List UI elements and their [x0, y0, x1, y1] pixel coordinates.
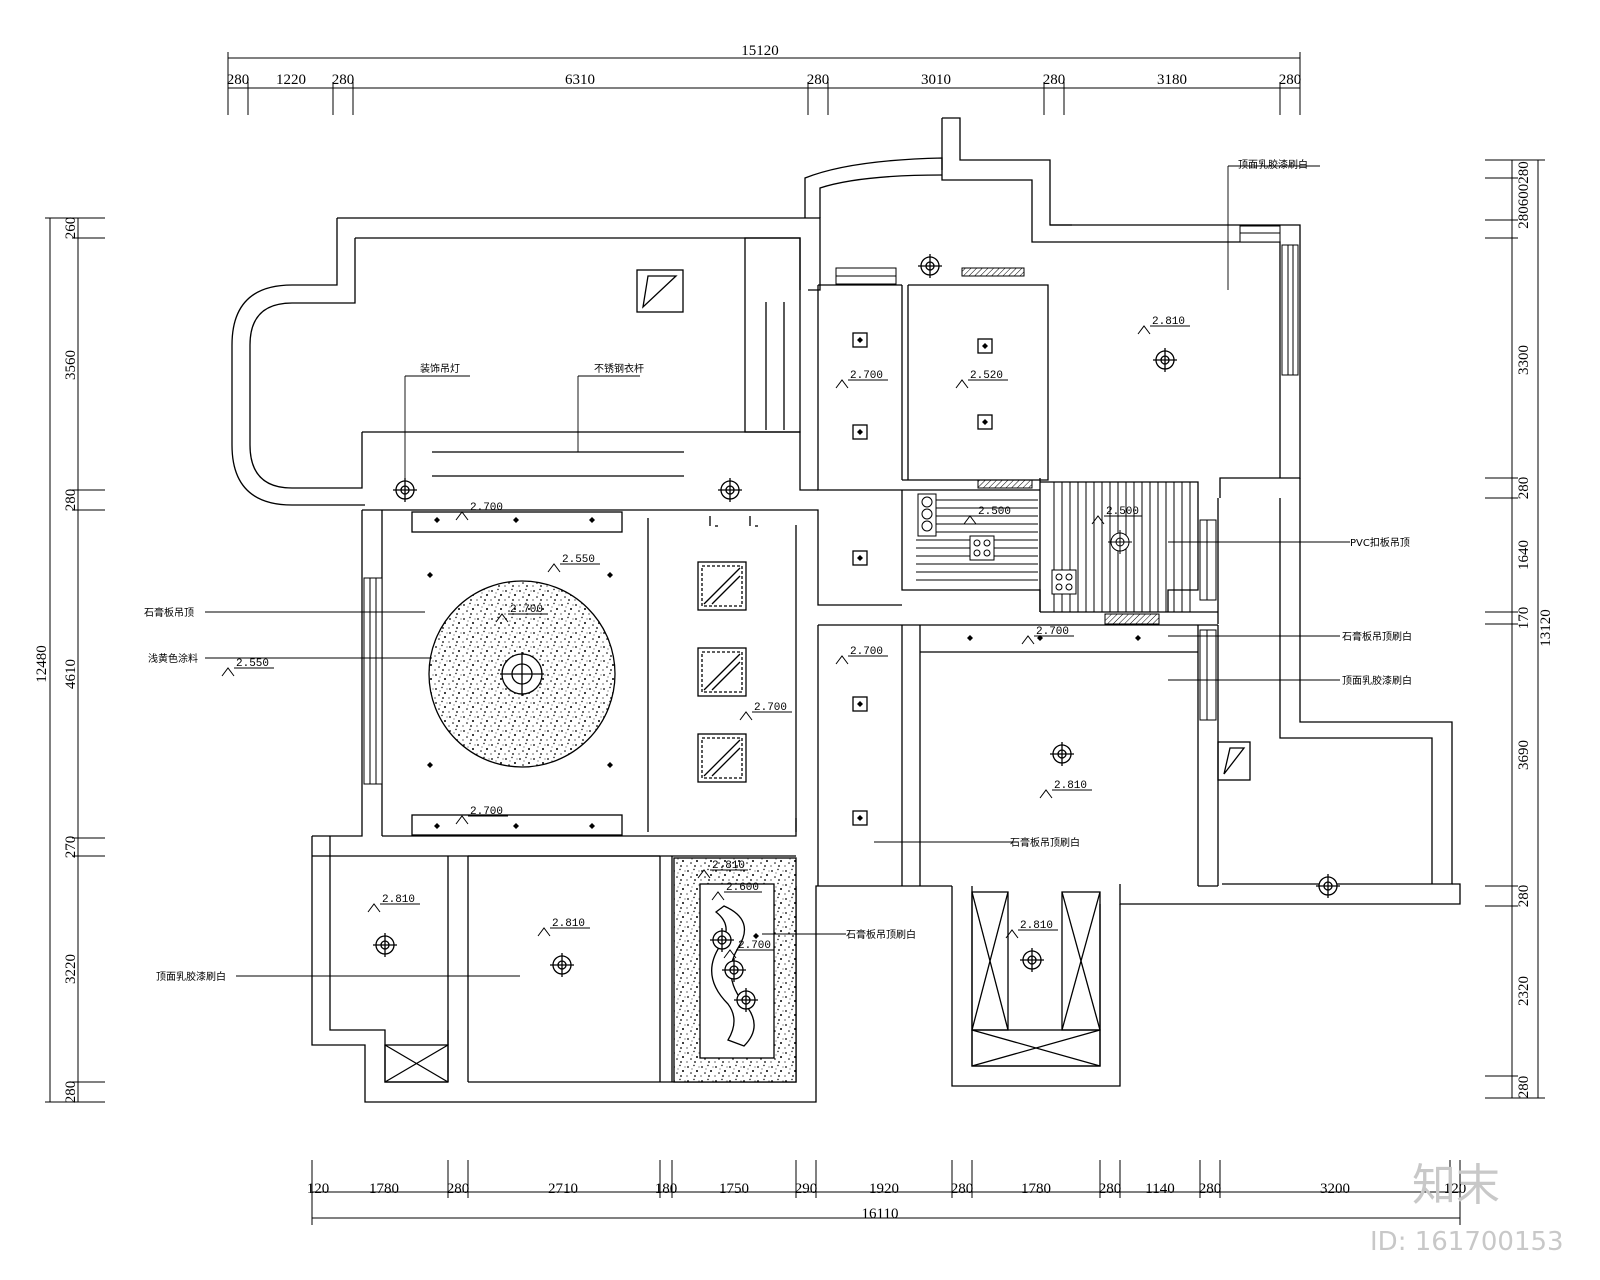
- bottom-dim-10: 280: [1099, 1181, 1122, 1197]
- left-dim-4: 270: [63, 836, 79, 859]
- living-ceiling: [392, 237, 943, 503]
- top-total-dim: 15120: [741, 43, 779, 59]
- elevation-label: 2.700: [1036, 626, 1069, 638]
- top-dim-2: 280: [332, 72, 355, 88]
- bottom-dim-12: 280: [1199, 1181, 1222, 1197]
- corridor-ceiling: [852, 332, 993, 826]
- right-dim-3: 170: [1516, 607, 1532, 630]
- right-dim-7: 280: [1516, 1076, 1532, 1099]
- bottom-dim-1: 1780: [369, 1181, 399, 1197]
- right-total-dim: 13120: [1538, 609, 1554, 647]
- latex-top-label: 顶面乳胶漆刷白: [1238, 158, 1308, 171]
- hatched-lintel: [977, 479, 1033, 489]
- left-dim-6: 280: [63, 1081, 79, 1104]
- deco-light-label: 装饰吊灯: [420, 362, 460, 375]
- elevation-label: 2.700: [510, 604, 543, 616]
- elevation-label: 2.550: [236, 658, 269, 670]
- bottom-dim-5: 1750: [719, 1181, 749, 1197]
- bath-speckled: [673, 857, 797, 1083]
- elevation-label: 2.700: [470, 502, 503, 514]
- bottom-total-dim: 16110: [862, 1206, 899, 1222]
- bottom-dim-4: 180: [655, 1181, 678, 1197]
- gypsum-white-label: 石膏板吊顶刷白: [846, 928, 916, 941]
- right-dim-4: 3690: [1516, 740, 1532, 770]
- top-dim-5: 3010: [921, 72, 951, 88]
- right-dim-6: 2320: [1516, 976, 1532, 1006]
- hatched-lintel: [1104, 613, 1160, 625]
- bottom-dim-8: 280: [951, 1181, 974, 1197]
- windows: [363, 225, 1299, 785]
- elevation-label: 2.810: [1152, 316, 1185, 328]
- gypsum-ceiling-label: 石膏板吊顶: [144, 606, 194, 619]
- bottom-dim-11: 1140: [1145, 1181, 1174, 1197]
- elevation-label: 2.600: [726, 882, 759, 894]
- elevation-label: 2.500: [1106, 506, 1139, 518]
- bottom-dim-7: 1920: [869, 1181, 899, 1197]
- left-total-dim: 12480: [34, 645, 50, 683]
- left-dimension-line: [45, 217, 105, 1103]
- elevation-label: 2.810: [1054, 780, 1087, 792]
- top-dim-7: 3180: [1157, 72, 1187, 88]
- right-top-stack-dim: 280600280: [1516, 161, 1532, 229]
- curtain-rod-label: 不锈钢衣杆: [594, 362, 644, 375]
- kitchen-ceiling: [916, 481, 1199, 612]
- elevation-marks: [221, 325, 1190, 959]
- latex-left-label: 顶面乳胶漆刷白: [156, 970, 226, 983]
- bottom-dim-2: 280: [447, 1181, 470, 1197]
- watermark-id: ID: 161700153: [1370, 1227, 1564, 1257]
- top-dim-8: 280: [1279, 72, 1302, 88]
- master-ceiling: [966, 634, 1341, 899]
- elevation-label: 2.700: [850, 646, 883, 658]
- gypsum-white-label: 石膏板吊顶刷白: [1342, 630, 1412, 643]
- bottom-dim-6: 290: [795, 1181, 818, 1197]
- bottom-dim-0: 120: [307, 1181, 330, 1197]
- left-dim-2: 280: [63, 489, 79, 512]
- bottom-dimension-line: [311, 1160, 1461, 1225]
- bottom-dim-14: 120: [1444, 1181, 1467, 1197]
- elevation-label: 2.700: [754, 702, 787, 714]
- elevation-label: 2.810: [712, 860, 745, 872]
- elevation-label: 2.700: [470, 806, 503, 818]
- elevation-label: 2.700: [738, 940, 771, 952]
- pvc-label: PVC扣板吊顶: [1350, 536, 1410, 549]
- elevation-label: 2.700: [850, 370, 883, 382]
- left-dim-3: 4610: [63, 659, 79, 689]
- interior-walls: [312, 284, 1219, 1082]
- elevation-label: 2.810: [1020, 920, 1053, 932]
- wardrobe: [971, 891, 1101, 1067]
- gypsum-white-label: 石膏板吊顶刷白: [1010, 836, 1080, 849]
- top-dimension-line: [227, 52, 1301, 115]
- hatched-lintel: [961, 267, 1025, 277]
- right-dimension-line: [1485, 159, 1545, 1099]
- top-dim-1: 1220: [276, 72, 306, 88]
- bottom-dim-9: 1780: [1021, 1181, 1051, 1197]
- paint-label: 浅黄色涂料: [148, 652, 198, 665]
- bedroom-lamps: [372, 932, 575, 1083]
- bottom-dim-3: 2710: [548, 1181, 578, 1197]
- main-living-ceiling: [411, 511, 758, 836]
- elevation-label: 2.520: [970, 370, 1003, 382]
- elevation-label: 2.500: [978, 506, 1011, 518]
- right-dim-5: 280: [1516, 885, 1532, 908]
- left-dim-0: 260: [63, 217, 79, 240]
- top-dim-6: 280: [1043, 72, 1066, 88]
- elevation-label: 2.810: [382, 894, 415, 906]
- outer-walls: [231, 117, 1461, 1103]
- latex-right-label: 顶面乳胶漆刷白: [1342, 674, 1412, 687]
- right-dim-2: 1640: [1516, 540, 1532, 570]
- leader-lines: [205, 165, 1350, 977]
- left-dim-5: 3220: [63, 954, 79, 984]
- elevation-label: 2.550: [562, 554, 595, 566]
- watermark-logo: 知末: [1412, 1160, 1500, 1211]
- right-dim-0: 3300: [1516, 345, 1532, 375]
- top-dim-3: 6310: [565, 72, 595, 88]
- left-dim-1: 3560: [63, 350, 79, 380]
- top-dim-4: 280: [807, 72, 830, 88]
- right-dim-1: 280: [1516, 477, 1532, 500]
- elevation-label: 2.810: [552, 918, 585, 930]
- bottom-dim-13: 3200: [1320, 1181, 1350, 1197]
- top-dim-0: 280: [227, 72, 250, 88]
